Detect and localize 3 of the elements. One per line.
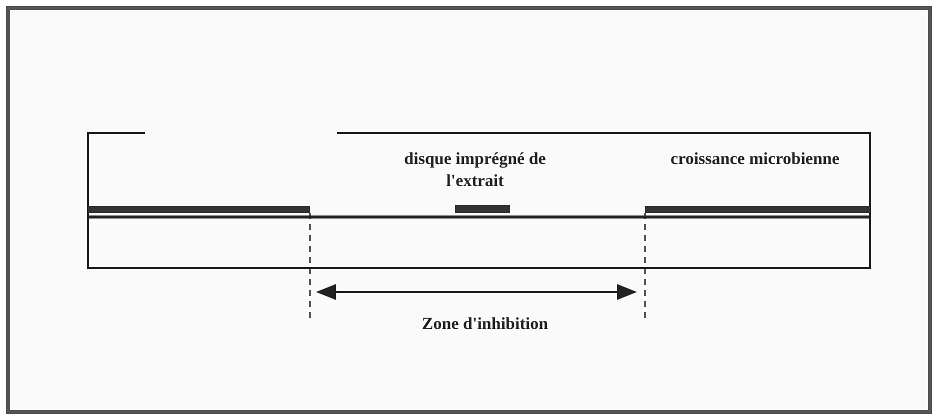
dimension-label: Zone d'inhibition: [420, 313, 550, 335]
part-label: croissance microbienne: [670, 148, 840, 170]
part-label: disque imprégné de l'extrait: [403, 148, 547, 192]
